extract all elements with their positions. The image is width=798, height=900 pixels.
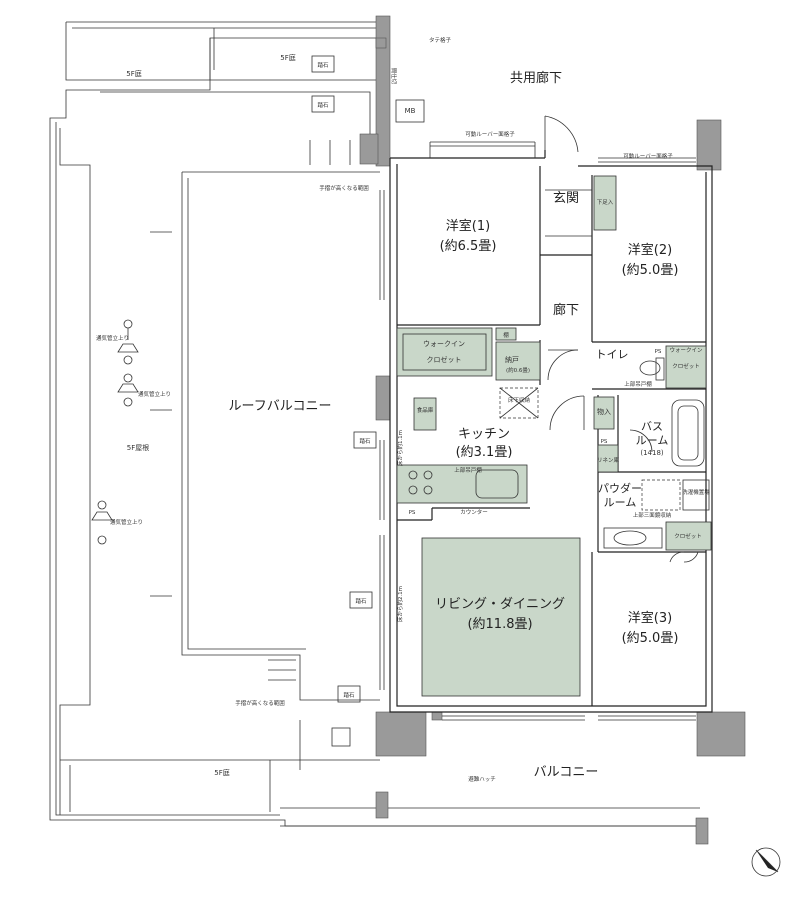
- room-western-3: 洋室(3): [628, 610, 672, 626]
- balcony-label: バルコニー: [534, 765, 599, 780]
- bathtub: [671, 399, 705, 467]
- exterior-outline: [49, 21, 706, 827]
- room-bath-line2: ルーム: [636, 434, 669, 447]
- louver-grille-top-label: 可動ルーバー面格子: [465, 130, 515, 138]
- room-bath-line1: バス: [641, 420, 663, 433]
- room-toilet: トイレ: [596, 348, 629, 361]
- hatch-label: 避難ハッチ: [468, 775, 496, 783]
- stepping-stone-label: 踏石: [343, 691, 355, 699]
- stepping-stone-label: 踏石: [355, 597, 367, 605]
- handrail-range-label-1: 手摺が高くなる範囲: [319, 184, 369, 192]
- vanity-counter: [603, 527, 663, 549]
- living-dimension-label: 床から約2.1m: [396, 586, 404, 622]
- vent-pipes: [91, 319, 139, 545]
- floor-storage-label: 床下収納: [508, 396, 531, 404]
- wash-basin: [613, 530, 647, 546]
- pantry-label: 食品庫: [417, 406, 434, 414]
- ps-label-toilet: PS: [655, 349, 662, 355]
- vent-pipe-icon: [97, 500, 107, 510]
- room-living-dining-size: (約11.8畳): [467, 617, 532, 632]
- roof-balcony-label: ルーフバルコニー: [229, 399, 332, 414]
- counter-label: カウンター: [460, 508, 488, 516]
- garden-left-label: 5F庭: [126, 69, 141, 78]
- washer-space: [682, 479, 710, 511]
- mb-label: MB: [405, 107, 416, 115]
- room-entrance: 玄関: [553, 191, 579, 206]
- vent-pipe-label: 通気管立上り: [138, 390, 171, 398]
- vent-pipe-icon: [123, 373, 133, 383]
- wic-label-1: ウォークイン: [423, 340, 465, 348]
- kitchen-sink: [475, 469, 519, 499]
- room-western-1: 洋室(1): [446, 218, 490, 234]
- closet3-label: クロゼット: [674, 532, 702, 540]
- louver-grille-right-label: 可動ルーバー面格子: [623, 152, 673, 160]
- storage-areas: [396, 175, 712, 697]
- north-arrow-icon: [751, 847, 781, 877]
- upper-cabinet-label: 上部吊戸棚: [454, 466, 482, 474]
- wic2-label-1: ウォークイン: [669, 346, 703, 354]
- upper-shelf-label: 上部三面鏡収納: [633, 511, 672, 519]
- stepping-stone-label: 踏石: [317, 101, 329, 109]
- room-western-1-size: (約6.5畳): [440, 239, 497, 254]
- fixtures: [408, 357, 710, 549]
- room-kitchen-size: (約3.1畳): [456, 445, 513, 460]
- stove-burner-icon: [408, 470, 418, 480]
- room-kitchen: キッチン: [458, 427, 510, 442]
- vent-pipe-label: 通気管立上り: [110, 518, 143, 526]
- shoe-storage-label: 下足入: [597, 199, 614, 206]
- room-hallway: 廊下: [553, 302, 579, 318]
- room-western-2-size: (約5.0畳): [622, 263, 679, 278]
- kitchen-dimension-label: 床から約1.1m: [396, 430, 404, 466]
- vent-pipe-icon: [123, 319, 133, 329]
- room-western-3-size: (約5.0畳): [622, 631, 679, 646]
- storage-room-label: 物入: [597, 407, 611, 416]
- upper-cabinet-toilet-label: 上部吊戸棚: [624, 380, 652, 388]
- ladder-label: タテ格子: [429, 36, 452, 44]
- linen-label: リネン庫: [597, 456, 620, 464]
- roof-5f-label: 5F屋根: [127, 443, 149, 452]
- common-corridor-label: 共用廊下: [510, 70, 562, 86]
- closet-label: 納戸: [505, 355, 519, 364]
- stove-burner-icon: [423, 470, 433, 480]
- wic-label-2: クロゼット: [427, 355, 462, 364]
- interior-walls: [397, 166, 706, 706]
- stove-burner-icon: [423, 485, 433, 495]
- closet-size-label: (約0.6畳): [506, 366, 530, 374]
- structural-walls: [359, 15, 746, 845]
- ps-label-bath: PS: [601, 439, 608, 445]
- garden-bottom-label: 5F庭: [214, 768, 229, 777]
- stepping-stone-label: 踏石: [317, 61, 329, 69]
- shelf-label: 棚: [503, 331, 509, 339]
- garden-top-label: 5F庭: [280, 53, 295, 62]
- wic2-label-2: クロゼット: [672, 362, 700, 370]
- room-powder-line1: パウダー: [598, 481, 642, 495]
- apartment-envelope: [379, 141, 713, 721]
- stepping-stone-label: 踏石: [359, 437, 371, 445]
- partition-label: 間仕切: [390, 68, 398, 85]
- mb-box: [395, 99, 425, 123]
- stepping-stones: [311, 55, 425, 747]
- living-floor-highlight: [421, 537, 581, 697]
- doors: [544, 115, 699, 563]
- washer-label: 洗濯機置場: [682, 488, 710, 496]
- room-western-2: 洋室(2): [628, 242, 672, 258]
- handrail-range-label-2: 手摺が高くなる範囲: [235, 699, 285, 707]
- vent-pipe-label: 通気管立上り: [96, 334, 129, 342]
- stove-burner-icon: [408, 485, 418, 495]
- toilet-fixture: [639, 360, 661, 376]
- room-living-dining: リビング・ダイニング: [435, 597, 565, 612]
- ps-label-kitchen: PS: [409, 510, 416, 516]
- room-powder-line2: ルーム: [604, 496, 637, 509]
- room-bath-size: (1418): [640, 449, 664, 457]
